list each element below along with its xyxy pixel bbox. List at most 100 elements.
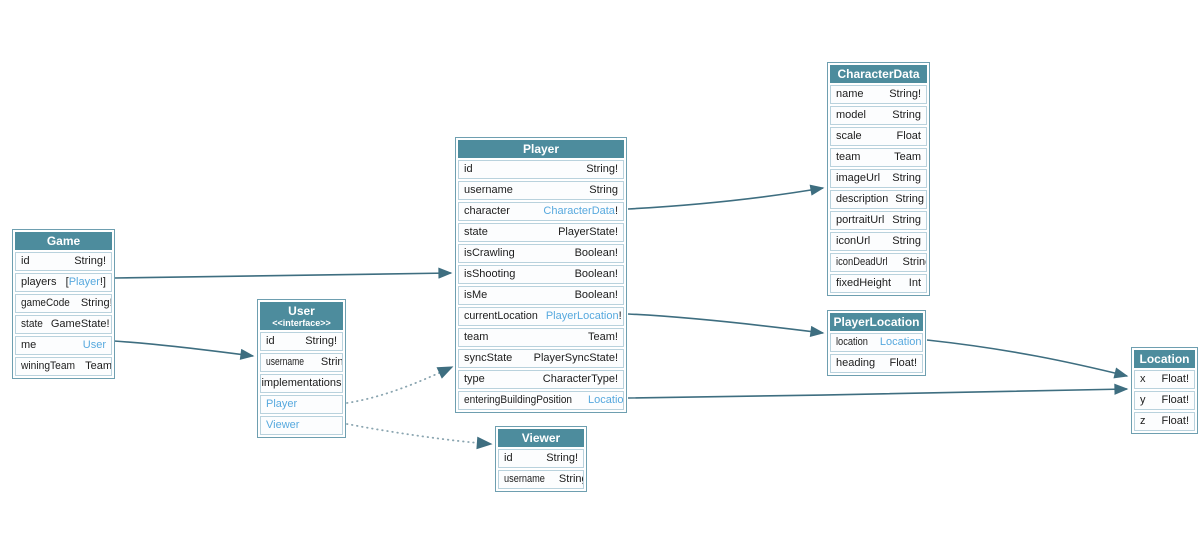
field-row-player-type[interactable]: type CharacterType! xyxy=(458,370,624,389)
field-row-characterData-description[interactable]: description String xyxy=(830,190,927,209)
field-type: Location xyxy=(588,392,624,409)
type-text: Team xyxy=(894,151,921,163)
type-link-location[interactable]: Location xyxy=(879,336,922,348)
field-row-game-players[interactable]: players [Player!] xyxy=(15,273,112,292)
field-row-game-state[interactable]: state GameState! xyxy=(15,315,112,334)
field-type: PlayerState! xyxy=(558,224,618,241)
field-row-player-syncState[interactable]: syncState PlayerSyncState! xyxy=(458,349,624,368)
field-type: Float! xyxy=(1161,371,1189,388)
type-node-header-game[interactable]: Game xyxy=(15,232,112,250)
type-node-header-viewer[interactable]: Viewer xyxy=(498,429,584,447)
field-row-location-z[interactable]: z Float! xyxy=(1134,412,1195,431)
field-row-location-y[interactable]: y Float! xyxy=(1134,391,1195,410)
field-type: Location! xyxy=(879,334,923,351)
type-node-title: PlayerLocation xyxy=(833,315,920,329)
field-row-player-team[interactable]: team Team! xyxy=(458,328,624,347)
implementation-link-viewer[interactable]: Viewer xyxy=(260,416,343,435)
field-type: String xyxy=(895,191,924,208)
field-type: String! xyxy=(81,295,111,312)
field-name: me xyxy=(21,339,37,351)
field-name: x xyxy=(1140,373,1146,385)
field-row-player-isCrawling[interactable]: isCrawling Boolean! xyxy=(458,244,624,263)
field-row-characterData-portraitUrl[interactable]: portraitUrl String xyxy=(830,211,927,230)
type-text: Float! xyxy=(1161,394,1189,406)
type-text: Int xyxy=(908,277,921,289)
field-row-characterData-model[interactable]: model String xyxy=(830,106,927,125)
field-row-game-me[interactable]: me User xyxy=(15,336,112,355)
type-link-playerlocation[interactable]: PlayerLocation xyxy=(545,310,619,322)
field-row-characterData-team[interactable]: team Team xyxy=(830,148,927,167)
field-name: enteringBuildingPosition xyxy=(464,394,573,406)
type-node-playerLocation: PlayerLocation location Location! headin… xyxy=(827,310,926,376)
type-node-header-location[interactable]: Location xyxy=(1134,350,1195,368)
field-row-characterData-iconUrl[interactable]: iconUrl String xyxy=(830,232,927,251)
field-type: PlayerLocation! xyxy=(546,308,622,325)
field-type: CharacterType! xyxy=(543,371,618,388)
field-type: String xyxy=(589,182,618,199)
type-text: String xyxy=(558,473,583,485)
type-text: String! xyxy=(305,335,337,347)
type-text: Boolean! xyxy=(574,247,618,259)
field-row-player-isMe[interactable]: isMe Boolean! xyxy=(458,286,624,305)
field-type: Team! xyxy=(588,329,618,346)
field-name: username xyxy=(464,184,513,196)
field-row-characterData-name[interactable]: name String! xyxy=(830,85,927,104)
field-row-playerLocation-location[interactable]: location Location! xyxy=(830,333,923,352)
field-type: String xyxy=(892,170,921,187)
type-node-title: Game xyxy=(46,234,81,248)
field-name: name xyxy=(836,88,864,100)
type-text: Float! xyxy=(1161,373,1189,385)
type-text: ! xyxy=(922,336,923,348)
field-row-characterData-imageUrl[interactable]: imageUrl String xyxy=(830,169,927,188)
field-row-playerLocation-heading[interactable]: heading Float! xyxy=(830,354,923,373)
type-node-header-playerLocation[interactable]: PlayerLocation xyxy=(830,313,923,331)
field-name: scale xyxy=(836,130,862,142)
type-node-title: Player xyxy=(522,142,560,156)
edge-game-me-to-user xyxy=(113,340,255,360)
type-text: !] xyxy=(99,276,106,288)
type-text: String! xyxy=(546,452,578,464)
field-name: implementations xyxy=(261,377,342,389)
edge-game-players-to-player xyxy=(113,267,453,279)
type-node-header-user[interactable]: User <<interface>> xyxy=(260,302,343,330)
field-type: Boolean! xyxy=(575,245,618,262)
field-row-player-state[interactable]: state PlayerState! xyxy=(458,223,624,242)
edge-player-currentlocation-to-playerlocation xyxy=(627,313,825,337)
field-row-player-currentLocation[interactable]: currentLocation PlayerLocation! xyxy=(458,307,624,326)
field-row-player-character[interactable]: character CharacterData! xyxy=(458,202,624,221)
type-node-title: CharacterData xyxy=(837,67,920,81)
field-row-player-isShooting[interactable]: isShooting Boolean! xyxy=(458,265,624,284)
field-row-game-id[interactable]: id String! xyxy=(15,252,112,271)
field-row-characterData-scale[interactable]: scale Float xyxy=(830,127,927,146)
implementation-link-player[interactable]: Player xyxy=(260,395,343,414)
field-row-characterData-iconDeadUrl[interactable]: iconDeadUrl String xyxy=(830,253,927,272)
field-name: description xyxy=(836,193,889,205)
type-node-header-characterData[interactable]: CharacterData xyxy=(830,65,927,83)
field-row-game-gameCode[interactable]: gameCode String! xyxy=(15,294,112,313)
type-link-characterdata[interactable]: CharacterData xyxy=(543,205,615,217)
implementations-label-row: implementations xyxy=(260,374,343,393)
field-row-location-x[interactable]: x Float! xyxy=(1134,370,1195,389)
type-text: String xyxy=(892,172,921,184)
field-row-player-username[interactable]: username String xyxy=(458,181,624,200)
field-name: team xyxy=(464,331,489,343)
field-row-characterData-fixedHeight[interactable]: fixedHeight Int xyxy=(830,274,927,293)
field-type: String xyxy=(903,254,926,271)
type-link-player[interactable]: Player xyxy=(68,276,100,288)
field-type: String xyxy=(558,471,583,488)
field-name: isCrawling xyxy=(464,247,515,259)
field-name: Viewer xyxy=(266,419,300,431)
field-row-user-id[interactable]: id String! xyxy=(260,332,343,351)
field-name: username xyxy=(504,473,545,485)
field-row-user-username[interactable]: username String xyxy=(260,353,343,372)
field-row-viewer-id[interactable]: id String! xyxy=(498,449,584,468)
field-name: state xyxy=(464,226,488,238)
field-row-viewer-username[interactable]: username String xyxy=(498,470,584,489)
field-row-player-enteringBuildingPosition[interactable]: enteringBuildingPosition Location xyxy=(458,391,624,410)
field-row-player-id[interactable]: id String! xyxy=(458,160,624,179)
type-text: String! xyxy=(889,88,921,100)
type-link-user[interactable]: User xyxy=(82,339,106,351)
type-link-location[interactable]: Location xyxy=(588,394,624,406)
field-row-game-winingTeam[interactable]: winingTeam Team xyxy=(15,357,112,376)
type-node-header-player[interactable]: Player xyxy=(458,140,624,158)
